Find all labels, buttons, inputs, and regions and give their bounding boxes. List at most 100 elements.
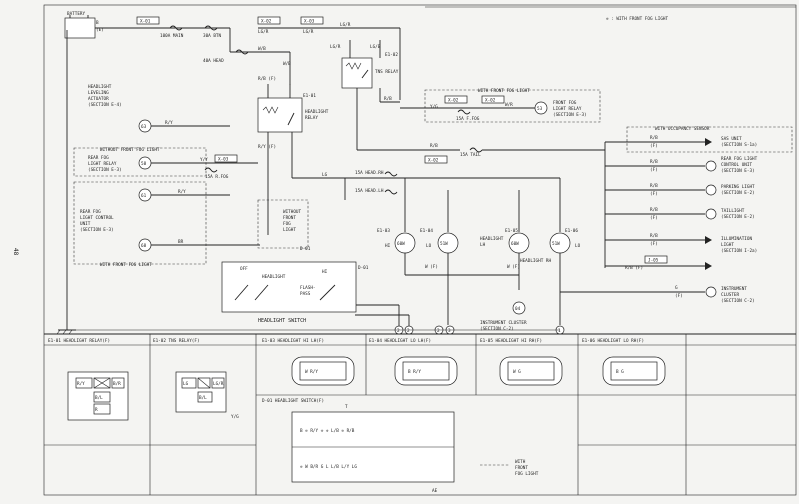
switch-lever-3 bbox=[319, 284, 336, 301]
tns-relay-contact bbox=[361, 69, 369, 79]
lamp-lh-hi-conn: E1-03 bbox=[377, 228, 390, 234]
conn-title-e04: E1-04 HEADLIGHT LO LH(F) bbox=[369, 338, 431, 344]
hi-beam-wire-color: W (F) bbox=[425, 264, 438, 270]
rear-fog-switch-line3: UNIT bbox=[80, 221, 91, 227]
sas-name: SAS UNIT bbox=[721, 136, 742, 142]
switch-connector-label: D-01 bbox=[300, 246, 311, 252]
fuse-15a-headrh-label: 15A HEAD.RH bbox=[355, 170, 384, 176]
fuse-15a-headrh-symbol bbox=[384, 171, 398, 177]
rear-fog-relay-connector: 58 bbox=[141, 161, 147, 167]
with-front-fog-frame bbox=[73, 181, 207, 265]
wire-wb-relay: W/B bbox=[283, 61, 291, 67]
headlight-relay-wire-out: R/Y (F) bbox=[258, 144, 276, 150]
connector-x02d-label: X-02 bbox=[428, 158, 439, 164]
front-fog-relay-connector-icon bbox=[534, 101, 548, 115]
instrument-cluster-note-2: (SECTION C-2) bbox=[480, 326, 514, 332]
conn-title-e03: E1-03 HEADLIGHT HI LH(F) bbox=[262, 338, 324, 344]
tns-wire-lgb: LG/B bbox=[370, 44, 381, 50]
without-front-fog-switch-1: WITHOUT bbox=[283, 209, 302, 215]
connector-box-x02d bbox=[424, 155, 448, 164]
headlight-relay-coil bbox=[262, 106, 279, 114]
e04-pins: B R/Y bbox=[408, 369, 421, 375]
connector-j05-label: J-05 bbox=[648, 258, 659, 264]
without-front-fog-switch-2: FRONT bbox=[283, 215, 296, 221]
page-number: 48 bbox=[12, 248, 19, 256]
right-load-instrument-cluster: G (F) INSTRUMENT CLUSTER (SECTION C-2) bbox=[560, 285, 755, 304]
illumination-name-1: ILLUMINATION bbox=[721, 236, 752, 242]
tns-relay-label: TNS RELAY bbox=[375, 69, 399, 75]
tns-relay-coil bbox=[345, 62, 362, 70]
parking-wire-color: R/B bbox=[650, 183, 658, 189]
front-fog-relay-connector: 53 bbox=[537, 106, 543, 112]
right-load-illumination-2: J-05 R/B (F) bbox=[605, 255, 712, 271]
switch-lever-2 bbox=[254, 284, 269, 301]
rear-fog-switch-connector-b: 68 bbox=[141, 243, 147, 249]
headlight-relay-symbol bbox=[257, 97, 303, 133]
tns-relay-wire-out: R/B bbox=[384, 96, 392, 102]
front-fog-relay-name-2: LIGHT RELAY bbox=[553, 106, 582, 112]
rear-fog-switch-connector-a: 61 bbox=[141, 193, 147, 199]
e01-pin-x-cross-2 bbox=[93, 377, 111, 389]
lamp-lh-hi-type: HI bbox=[385, 243, 391, 249]
fuse-15a-tail-label: 15A TAIL bbox=[460, 152, 481, 158]
lamp-lh-hi-watt: 60W bbox=[397, 241, 405, 247]
e03-pin-frame bbox=[299, 361, 347, 381]
front-fog-relay-frame bbox=[424, 89, 601, 123]
headlight-relay-wire-in: R/B (F) bbox=[258, 76, 276, 82]
connector-box-x02c bbox=[481, 95, 505, 104]
conn-title-e01: E1-01 HEADLIGHT RELAY(F) bbox=[48, 338, 110, 344]
lamp-rh-hi-conn: E1-05 bbox=[505, 228, 518, 234]
switch-connector-d01: D-01 bbox=[358, 265, 369, 271]
ground-node-1-label: 1 bbox=[558, 328, 561, 334]
fuse-30a-bth-label: 30A BTN bbox=[203, 33, 222, 39]
leveling-actuator-section: (SECTION E-4) bbox=[88, 102, 122, 108]
conn-title-e06: E1-06 HEADLIGHT LO RH(F) bbox=[582, 338, 644, 344]
fuse-40a-head-symbol bbox=[235, 49, 249, 55]
e01-pin-2: B/R bbox=[113, 381, 121, 387]
connector-x02c-label: X-02 bbox=[485, 98, 496, 104]
ground-node-2b-label: 2 bbox=[407, 328, 410, 334]
lamp-lh-hi: 60W E1-03 HI bbox=[377, 178, 416, 254]
right-load-taillight: R/B (F) TAILLIGHT (SECTION E-2) bbox=[605, 207, 755, 221]
legend-note: ❊ : WITH FRONT FOG LIGHT bbox=[606, 16, 668, 22]
tns-wire-lgr: LG/R bbox=[330, 44, 341, 50]
lamp-lh-lo: 51W E1-04 LO bbox=[420, 190, 459, 254]
rear-fog-switch-line1: REAR FOG bbox=[80, 209, 101, 215]
lamp-lh-lo-conn: E1-04 bbox=[420, 228, 433, 234]
d01-pin-top-label: T bbox=[345, 404, 348, 410]
headlight-relay-connector: E1-01 bbox=[303, 93, 316, 99]
battery-wire-color-2: (E) bbox=[96, 27, 104, 33]
e01-pin-bl bbox=[93, 391, 111, 403]
front-fog-wire-color: Y/G bbox=[430, 104, 438, 110]
instrument-cluster-node: 04 bbox=[515, 306, 521, 312]
switch-pos-flash: FLASH- bbox=[300, 285, 316, 291]
e02-pin-lg bbox=[181, 377, 197, 389]
rear-fog-control-name-2: CONTROL UNIT bbox=[721, 162, 752, 168]
e02-pin-3: B/L bbox=[199, 395, 207, 401]
battery-wire-color: B bbox=[96, 20, 99, 26]
headlight-relay-label-1: HEADLIGHT bbox=[305, 109, 329, 115]
wire-lgr-c: LG/R bbox=[340, 22, 351, 28]
occupancy-sensor-frame bbox=[626, 126, 793, 153]
taillight-wire-pin: (F) bbox=[650, 215, 658, 221]
lamp-lh-lo-type: LO bbox=[426, 243, 432, 249]
lamp-rh-lo-type: LO bbox=[575, 243, 581, 249]
headlight-switch-label: HEADLIGHT SWITCH bbox=[258, 318, 306, 324]
sas-section: (SECTION S-1a) bbox=[721, 142, 757, 148]
e02-pin-bl bbox=[197, 391, 213, 403]
headlight-relay-contact bbox=[287, 112, 295, 126]
instrument-cluster-section: (SECTION C-2) bbox=[721, 298, 755, 304]
connector-x02-label: X-02 bbox=[261, 19, 272, 25]
instrument-cluster-name: INSTRUMENT bbox=[721, 286, 747, 292]
rear-fog-relay-section: (SECTION E-3) bbox=[88, 167, 122, 173]
lamp-rh-lo-conn: E1-06 bbox=[565, 228, 578, 234]
switch-pos-pass: PASS bbox=[300, 291, 311, 297]
without-front-fog-label: WITHOUT FRONT FOG LIGHT bbox=[100, 147, 160, 153]
fuse-30a-bth-symbol bbox=[204, 25, 218, 31]
taillight-name: TAILLIGHT bbox=[721, 208, 745, 214]
d01-legend-3: FOG LIGHT bbox=[515, 471, 539, 477]
with-front-fog-label: WITH FRONT FOG LIGHT bbox=[100, 262, 152, 268]
rear-fog-switch-section: (SECTION E-3) bbox=[80, 227, 114, 233]
without-front-fog-switch-3: FOG bbox=[283, 221, 291, 227]
e01-pin-rly bbox=[75, 377, 93, 389]
